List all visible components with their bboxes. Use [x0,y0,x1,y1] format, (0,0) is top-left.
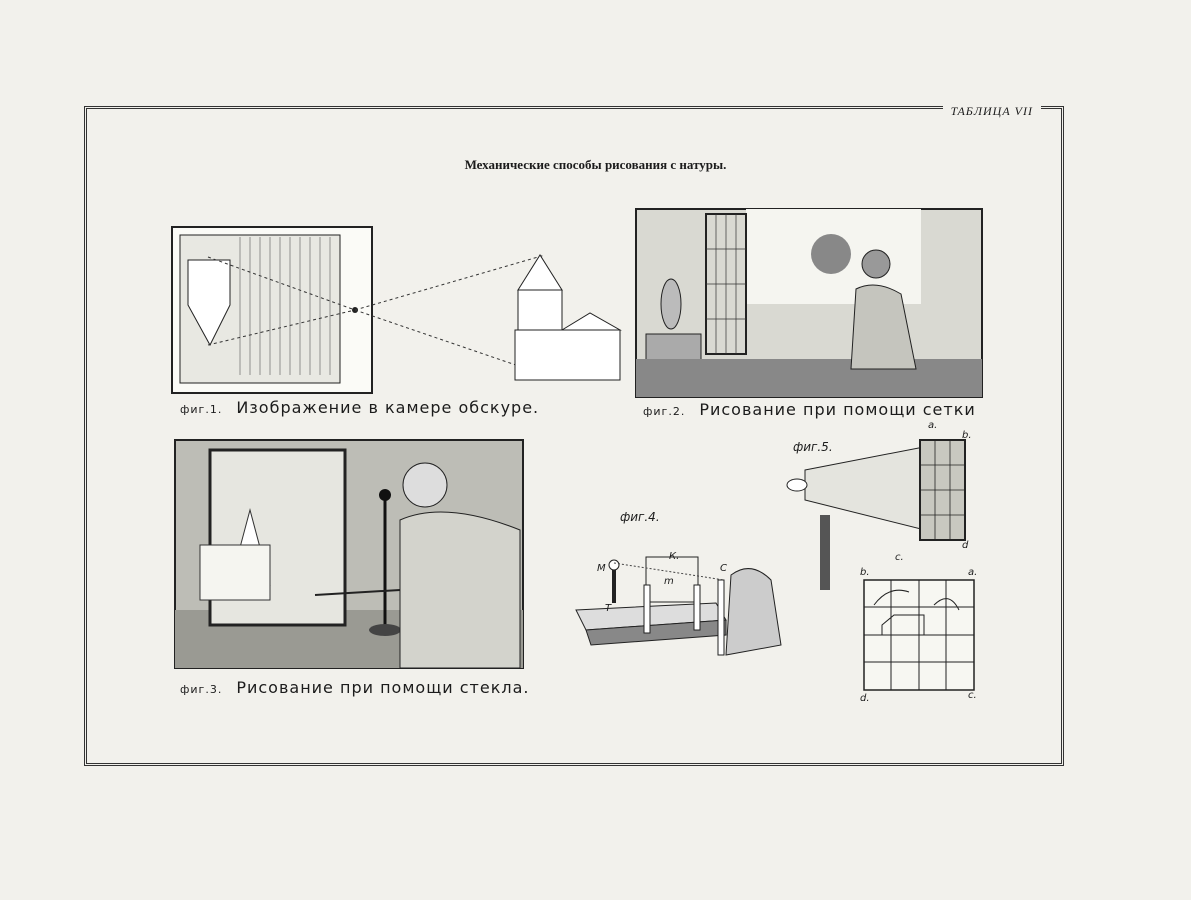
label-d: d [962,540,969,551]
plate-label: ТАБЛИЦА VII [942,104,1041,119]
plate-frame [84,106,1064,766]
figure-2-caption: фиг.2.Рисование при помощи сетки [643,400,976,419]
label-c: c. [895,552,904,563]
label-a: a. [928,420,938,431]
figure-4-perspective-device [575,556,782,656]
label-T: Т [605,603,612,614]
figure-5-viewing-frame [786,439,966,590]
figure-5-grid-sketch [863,579,975,691]
figure-3-caption: фиг.3.Рисование при помощи стекла. [180,678,530,697]
label-C: С [720,563,727,574]
grid-label-a: a. [968,567,978,578]
figure-1-caption: фиг.1.Изображение в камере обскуре. [180,398,540,417]
figure-3-glass-drawing [174,439,524,669]
page-title: Механические способы рисования с натуры. [464,157,727,172]
grid-label-b: b. [860,567,870,578]
label-m: m [664,576,674,587]
label-b: b. [962,430,972,441]
label-M: М [597,563,606,574]
figure-4-label: фиг.4. [620,510,660,524]
figure-1-camera-obscura [171,226,622,394]
figure-5-label: фиг.5. [793,440,833,454]
grid-label-c: c. [968,690,977,701]
label-K: К. [669,551,680,562]
grid-label-d: d. [860,693,870,704]
figure-2-grid-drawing [635,208,983,398]
